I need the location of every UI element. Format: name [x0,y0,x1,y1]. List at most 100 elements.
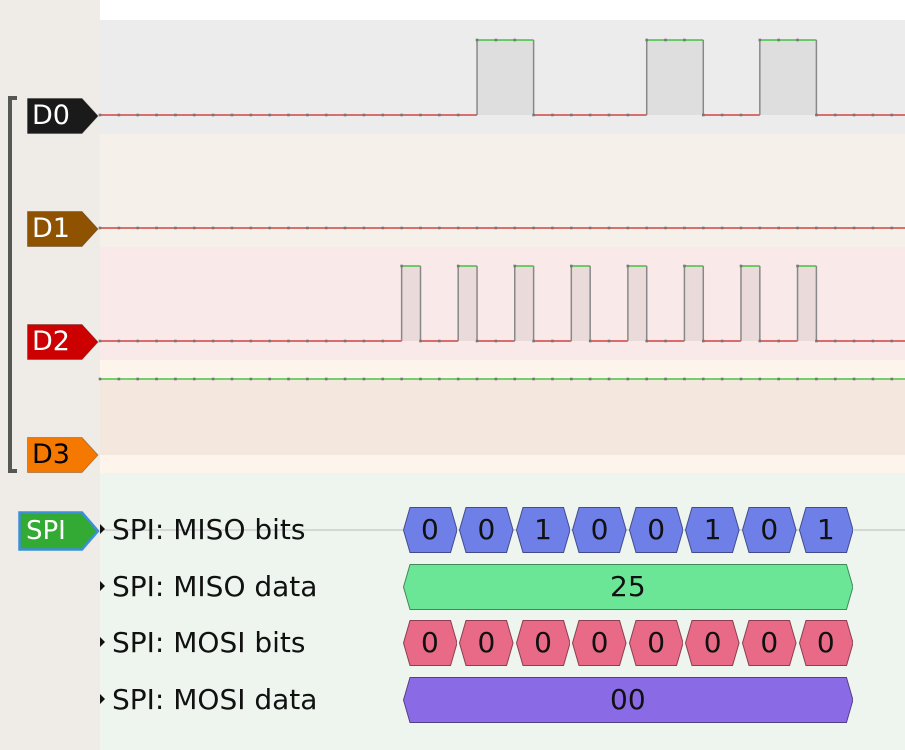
spi-decoder-label[interactable]: SPI [18,511,100,551]
sample-dot [136,339,140,343]
expand-arrow-icon[interactable] [100,524,105,534]
annotation[interactable]: 1 [515,507,571,553]
label-tag-shape [27,211,99,247]
sample-dot [871,113,875,117]
sample-dot [400,113,403,117]
sample-dot [871,377,875,381]
sample-dot [438,377,441,381]
channel-label-d0[interactable]: D0 [27,98,99,134]
sample-dot [683,264,686,268]
sample-dot [532,226,535,230]
sample-dot [475,377,479,381]
annotation[interactable]: 1 [685,507,740,553]
expand-arrow-icon[interactable] [100,581,105,591]
annotation[interactable]: 0 [402,507,458,553]
sample-dot [852,226,856,230]
channel-label-d2[interactable]: D2 [27,324,99,360]
sample-dot [324,226,328,230]
high-fill [514,266,534,341]
sample-dot [155,339,158,343]
decoder-row-label[interactable]: SPI: MISO bits [100,510,306,550]
sample-dot [98,226,102,230]
sample-dot [664,377,667,381]
sample-dot [720,113,724,117]
sample-dot [343,113,347,117]
sample-dot [833,226,837,230]
sample-dot [117,339,121,343]
sample-dot [532,339,535,343]
annotation[interactable]: 0 [685,620,740,666]
sample-dot [268,339,271,343]
sample-dot [701,339,705,343]
annotation[interactable]: 0 [402,620,458,666]
sample-dot [607,377,611,381]
sample-dot [758,38,762,42]
expand-arrow-icon[interactable] [100,637,105,647]
sample-dot [400,226,403,230]
sample-dot [249,226,253,230]
annotation[interactable]: 0 [572,507,627,553]
ruler-area [100,0,905,20]
sample-dot [98,377,102,381]
annotation[interactable]: 1 [798,507,854,553]
label-tag-shape [27,437,99,473]
sample-dot [720,226,724,230]
sample-dot [324,113,328,117]
sample-dot [438,226,441,230]
sample-dot [664,226,667,230]
sample-dot [664,38,667,42]
sample-dot [720,377,724,381]
sample-dot [306,226,309,230]
annotation[interactable]: 25 [402,564,854,610]
annotation[interactable]: 0 [798,620,854,666]
label-tag-shape [27,324,99,360]
sample-dot [211,339,215,343]
sample-dot [796,264,799,268]
sample-dot [588,226,592,230]
annotation[interactable]: 0 [459,620,514,666]
sample-dot [400,264,403,268]
sample-dot [343,377,347,381]
sample-dot [98,113,102,117]
sample-dot [626,113,630,117]
sample-dot [626,226,630,230]
sample-dot [494,339,498,343]
annotation[interactable]: 00 [402,677,854,723]
sample-dot [155,113,158,117]
annotation[interactable]: 0 [628,620,684,666]
sample-dot [211,377,215,381]
sample-dot [174,339,177,343]
sample-dot [645,377,649,381]
annotation[interactable]: 0 [459,507,514,553]
annotation[interactable]: 0 [741,620,797,666]
decoder-row-label[interactable]: SPI: MISO data [100,567,317,607]
sample-dot [852,377,856,381]
sample-dot [456,113,460,117]
sample-dot [174,377,177,381]
high-fill [759,40,817,115]
sample-dot [230,113,234,117]
channel-label-d1[interactable]: D1 [27,211,99,247]
trace-band [100,247,905,360]
annotation[interactable]: 0 [741,507,797,553]
annotation[interactable]: 0 [572,620,627,666]
sample-dot [683,377,686,381]
sample-dot [815,377,818,381]
sample-dot [438,339,441,343]
sample-dot [701,226,705,230]
sample-dot [362,377,366,381]
annotation[interactable]: 0 [628,507,684,553]
sample-dot [570,113,573,117]
sample-dot [645,339,649,343]
decoder-row-label[interactable]: SPI: MOSI bits [100,623,306,663]
channel-group-bracket [8,96,17,473]
sample-dot [777,339,780,343]
channel-label-d3[interactable]: D3 [27,437,99,473]
sample-dot [796,377,799,381]
sample-dot [815,226,818,230]
expand-arrow-icon[interactable] [100,694,105,704]
sample-dot [570,226,573,230]
decoder-row-label[interactable]: SPI: MOSI data [100,680,317,720]
sample-dot [551,377,554,381]
annotation[interactable]: 0 [515,620,571,666]
